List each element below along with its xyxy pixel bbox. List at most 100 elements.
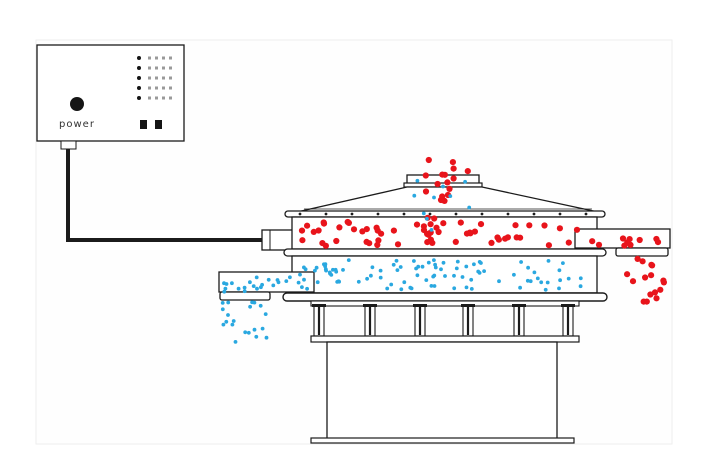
spring-cap <box>561 304 575 307</box>
coarse-particle <box>363 226 370 233</box>
fine-particle <box>482 269 486 273</box>
fine-particle <box>254 334 259 339</box>
spring <box>561 304 575 337</box>
coarse-particle <box>425 156 432 164</box>
coarse-particle <box>440 220 447 227</box>
fine-particle <box>532 270 537 275</box>
fine-particle <box>408 285 413 290</box>
fine-particle <box>526 265 530 270</box>
fine-particle <box>248 304 253 309</box>
fine-particle <box>322 262 326 267</box>
fine-particle <box>464 285 469 290</box>
fine-particle <box>333 267 338 272</box>
clamp-bolt-icon <box>402 212 406 216</box>
coarse-particle <box>624 271 631 278</box>
fine-particle <box>414 266 418 271</box>
middle-clamp-ring <box>283 248 607 257</box>
indicator-label-mark <box>169 56 172 60</box>
coarse-particle <box>319 240 326 247</box>
top-clamp-bolts <box>298 212 588 216</box>
fine-particle <box>441 260 446 265</box>
fine-particle <box>284 279 289 283</box>
indicator-light-icon <box>137 86 141 90</box>
coarse-particle <box>374 241 381 249</box>
fine-particle <box>412 259 416 263</box>
fine-particle <box>246 330 251 335</box>
switch-right-icon <box>155 120 162 129</box>
coarse-particle <box>541 222 548 229</box>
fine-particle <box>452 286 457 291</box>
fine-particle <box>578 284 583 289</box>
indicator-label-mark <box>148 96 151 100</box>
fine-particle <box>220 301 225 305</box>
indicator-label-mark <box>162 56 165 60</box>
fine-particle <box>395 268 400 272</box>
fine-particle <box>433 265 438 270</box>
spring <box>512 304 526 337</box>
coarse-particle <box>624 239 631 246</box>
support-springs <box>312 304 575 337</box>
fine-particle <box>557 286 561 291</box>
fine-particle <box>525 278 530 283</box>
indicator-label-mark <box>169 66 172 70</box>
coarse-particle <box>452 238 459 245</box>
fine-particle <box>254 275 259 280</box>
coarse-particle <box>457 219 464 226</box>
indicator-label-mark <box>162 76 165 80</box>
fine-particle <box>365 276 369 281</box>
spring-cap <box>512 304 526 307</box>
fine-particle <box>231 319 236 323</box>
fine-particle <box>251 284 256 288</box>
junction-box-body <box>261 229 297 251</box>
fine-particle <box>558 278 562 283</box>
spring <box>413 304 427 337</box>
clamp-bolt-icon <box>532 212 536 216</box>
coarse-particle <box>320 220 328 227</box>
coarse-particle <box>467 230 474 237</box>
coarse-particle <box>413 221 421 228</box>
fine-particle <box>545 280 550 285</box>
fine-particle <box>463 179 467 184</box>
spring-base-plate <box>310 335 580 343</box>
fine-particle <box>248 280 252 285</box>
fine-particle <box>432 284 437 288</box>
fine-particle <box>302 277 306 282</box>
indicator-label-mark <box>155 56 158 60</box>
clamp-bolt-icon <box>428 212 432 216</box>
fine-particle <box>566 276 571 281</box>
fine-particle <box>518 285 522 290</box>
fine-particle <box>296 280 301 285</box>
coarse-particle <box>464 168 471 175</box>
fine-outlet-lip <box>219 291 271 301</box>
coarse-particle <box>434 180 441 188</box>
fine-particle <box>477 260 482 264</box>
indicator-label-mark <box>148 76 151 80</box>
fine-particle <box>314 265 319 270</box>
coarse-particle <box>427 236 434 243</box>
coarse-particle <box>350 226 358 233</box>
coarse-particle <box>595 241 603 248</box>
clamp-bolt-icon <box>480 212 484 216</box>
power-knob-icon <box>70 97 84 111</box>
indicator-light-icon <box>137 66 141 70</box>
spring-cap <box>312 304 326 307</box>
fine-particle <box>402 280 407 285</box>
coarse-particle <box>477 221 485 228</box>
coarse-particle <box>513 234 520 241</box>
fine-particle <box>242 285 247 290</box>
clamp-bolt-icon <box>584 212 588 216</box>
indicator-label-mark <box>148 66 151 70</box>
coarse-particle <box>435 228 442 236</box>
coarse-particle <box>422 172 429 179</box>
fine-particle <box>324 268 328 273</box>
fine-particle <box>519 260 523 264</box>
fine-particle <box>298 272 302 277</box>
fine-particle <box>331 267 335 272</box>
fine-particle <box>415 178 420 183</box>
indicator-label-mark <box>155 66 158 70</box>
coarse-particle <box>629 278 637 285</box>
fine-particle <box>546 259 551 263</box>
fine-particle <box>288 275 292 280</box>
spring-cap <box>363 304 377 307</box>
